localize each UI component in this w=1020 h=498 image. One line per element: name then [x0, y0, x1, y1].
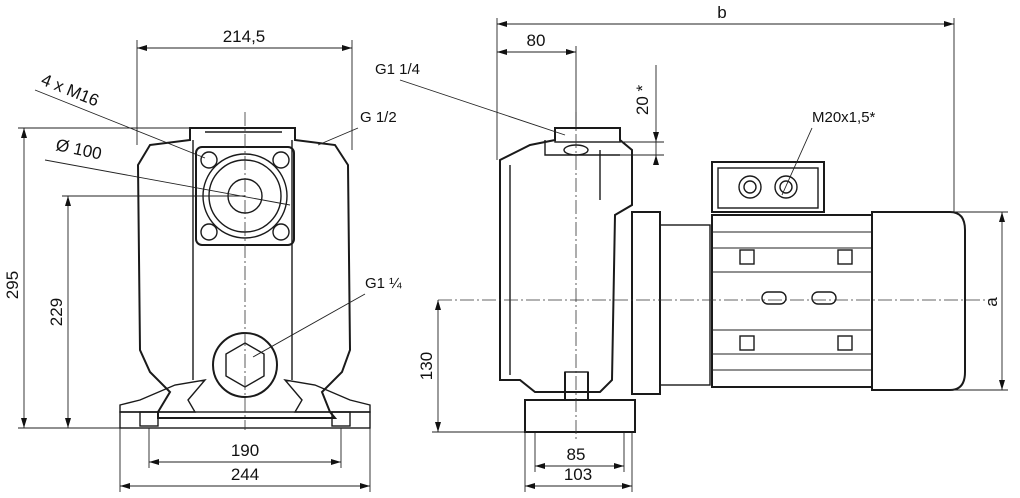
- dim-motor-height-label: a: [982, 297, 1001, 307]
- arrow: [525, 483, 535, 489]
- arrow: [342, 45, 352, 51]
- side-lantern: [659, 224, 711, 386]
- front-right-foot: [283, 378, 371, 413]
- dim-drain-thread-leader: [252, 293, 366, 358]
- side-cable-gland-2: [774, 175, 798, 199]
- side-pump-pedestal: [564, 371, 589, 401]
- arrow: [360, 483, 370, 489]
- dim-bolt-leader: [34, 89, 206, 159]
- side-motor-slot: [811, 291, 837, 305]
- arrow: [566, 49, 576, 55]
- side-cable-gland-1: [738, 175, 762, 199]
- front-right-bolt: [331, 411, 351, 427]
- arrow: [999, 212, 1005, 222]
- side-cable-gland-1-bore: [743, 180, 757, 194]
- arrow: [120, 483, 130, 489]
- arrow: [622, 483, 632, 489]
- arrow: [21, 128, 27, 138]
- arrow: [65, 196, 71, 206]
- side-motor-body: [711, 214, 873, 388]
- dim-outlet-thread-leader: [317, 127, 359, 146]
- arrow: [435, 422, 441, 432]
- arrow: [65, 418, 71, 428]
- arrow: [137, 45, 147, 51]
- side-motor-slot: [761, 291, 787, 305]
- dim-top-thread-label: G1 1/4: [375, 61, 420, 78]
- arrow: [653, 155, 659, 165]
- side-fan-cover: [871, 211, 966, 391]
- dim-top-offset-label: 80: [527, 31, 546, 50]
- dim-drain-thread-label: G1 ¼: [365, 275, 402, 292]
- dim-foot-outer-label: 103: [564, 465, 592, 484]
- side-pump-casing: [499, 127, 633, 393]
- side-motor-screw: [837, 335, 853, 351]
- dim-cable-gland-label: M20x1,5*: [812, 109, 876, 126]
- side-motor-screw: [837, 249, 853, 265]
- side-pump-base: [524, 372, 636, 433]
- dim-bottom-outer-label: 244: [231, 465, 259, 484]
- arrow: [435, 300, 441, 310]
- front-housing-inner: [192, 131, 293, 380]
- front-bolt-hole-2: [272, 151, 290, 169]
- side-terminal-box-inner: [717, 167, 819, 209]
- arrow: [535, 463, 545, 469]
- side-coupling-flange: [631, 211, 661, 395]
- dim-top-vertical-label: 20 *: [633, 84, 652, 115]
- arrow: [999, 380, 1005, 390]
- dim-diameter-label: Ø 100: [54, 135, 103, 163]
- side-top-outlet: [554, 127, 621, 143]
- dim-top-width-label: 214,5: [223, 27, 266, 46]
- dim-height-total-label: 295: [3, 271, 22, 299]
- dim-height-axis-label: 130: [417, 352, 436, 380]
- side-terminal-box: [711, 161, 825, 213]
- arrow: [497, 21, 507, 27]
- front-bolt-hole-3: [200, 223, 218, 241]
- arrow: [331, 459, 341, 465]
- dim-foot-inner-label: 85: [567, 445, 586, 464]
- front-bolt-hole-1: [200, 151, 218, 169]
- dim-top-thread-leader: [399, 79, 566, 136]
- side-motor-screw: [739, 335, 755, 351]
- front-left-bolt: [139, 411, 159, 427]
- side-cable-gland-2-bore: [779, 180, 793, 194]
- dim-diameter-leader: [44, 159, 291, 206]
- dim-outlet-thread-label: G 1/2: [360, 109, 397, 126]
- dim-overall-length-label: b: [717, 3, 726, 22]
- arrow: [497, 49, 507, 55]
- dim-height-center-label: 229: [47, 298, 66, 326]
- front-left-foot: [119, 378, 207, 413]
- dim-cable-gland-leader: [781, 127, 813, 196]
- front-bolt-hole-4: [272, 223, 290, 241]
- arrow: [944, 21, 954, 27]
- dim-bottom-inner-label: 190: [231, 441, 259, 460]
- side-casing-inner: [509, 140, 620, 375]
- front-view: 214,5 4 x M16 Ø 100 G 1/2 295 229 G1 ¼ 1: [3, 27, 402, 492]
- side-motor-screw: [739, 249, 755, 265]
- arrow: [149, 459, 159, 465]
- side-view: b 80 20 * G1 1/4 M20x1,5* 130 a: [375, 3, 1008, 492]
- arrow: [653, 132, 659, 142]
- front-pump-body: [136, 127, 352, 419]
- arrow: [614, 463, 624, 469]
- arrow: [21, 418, 27, 428]
